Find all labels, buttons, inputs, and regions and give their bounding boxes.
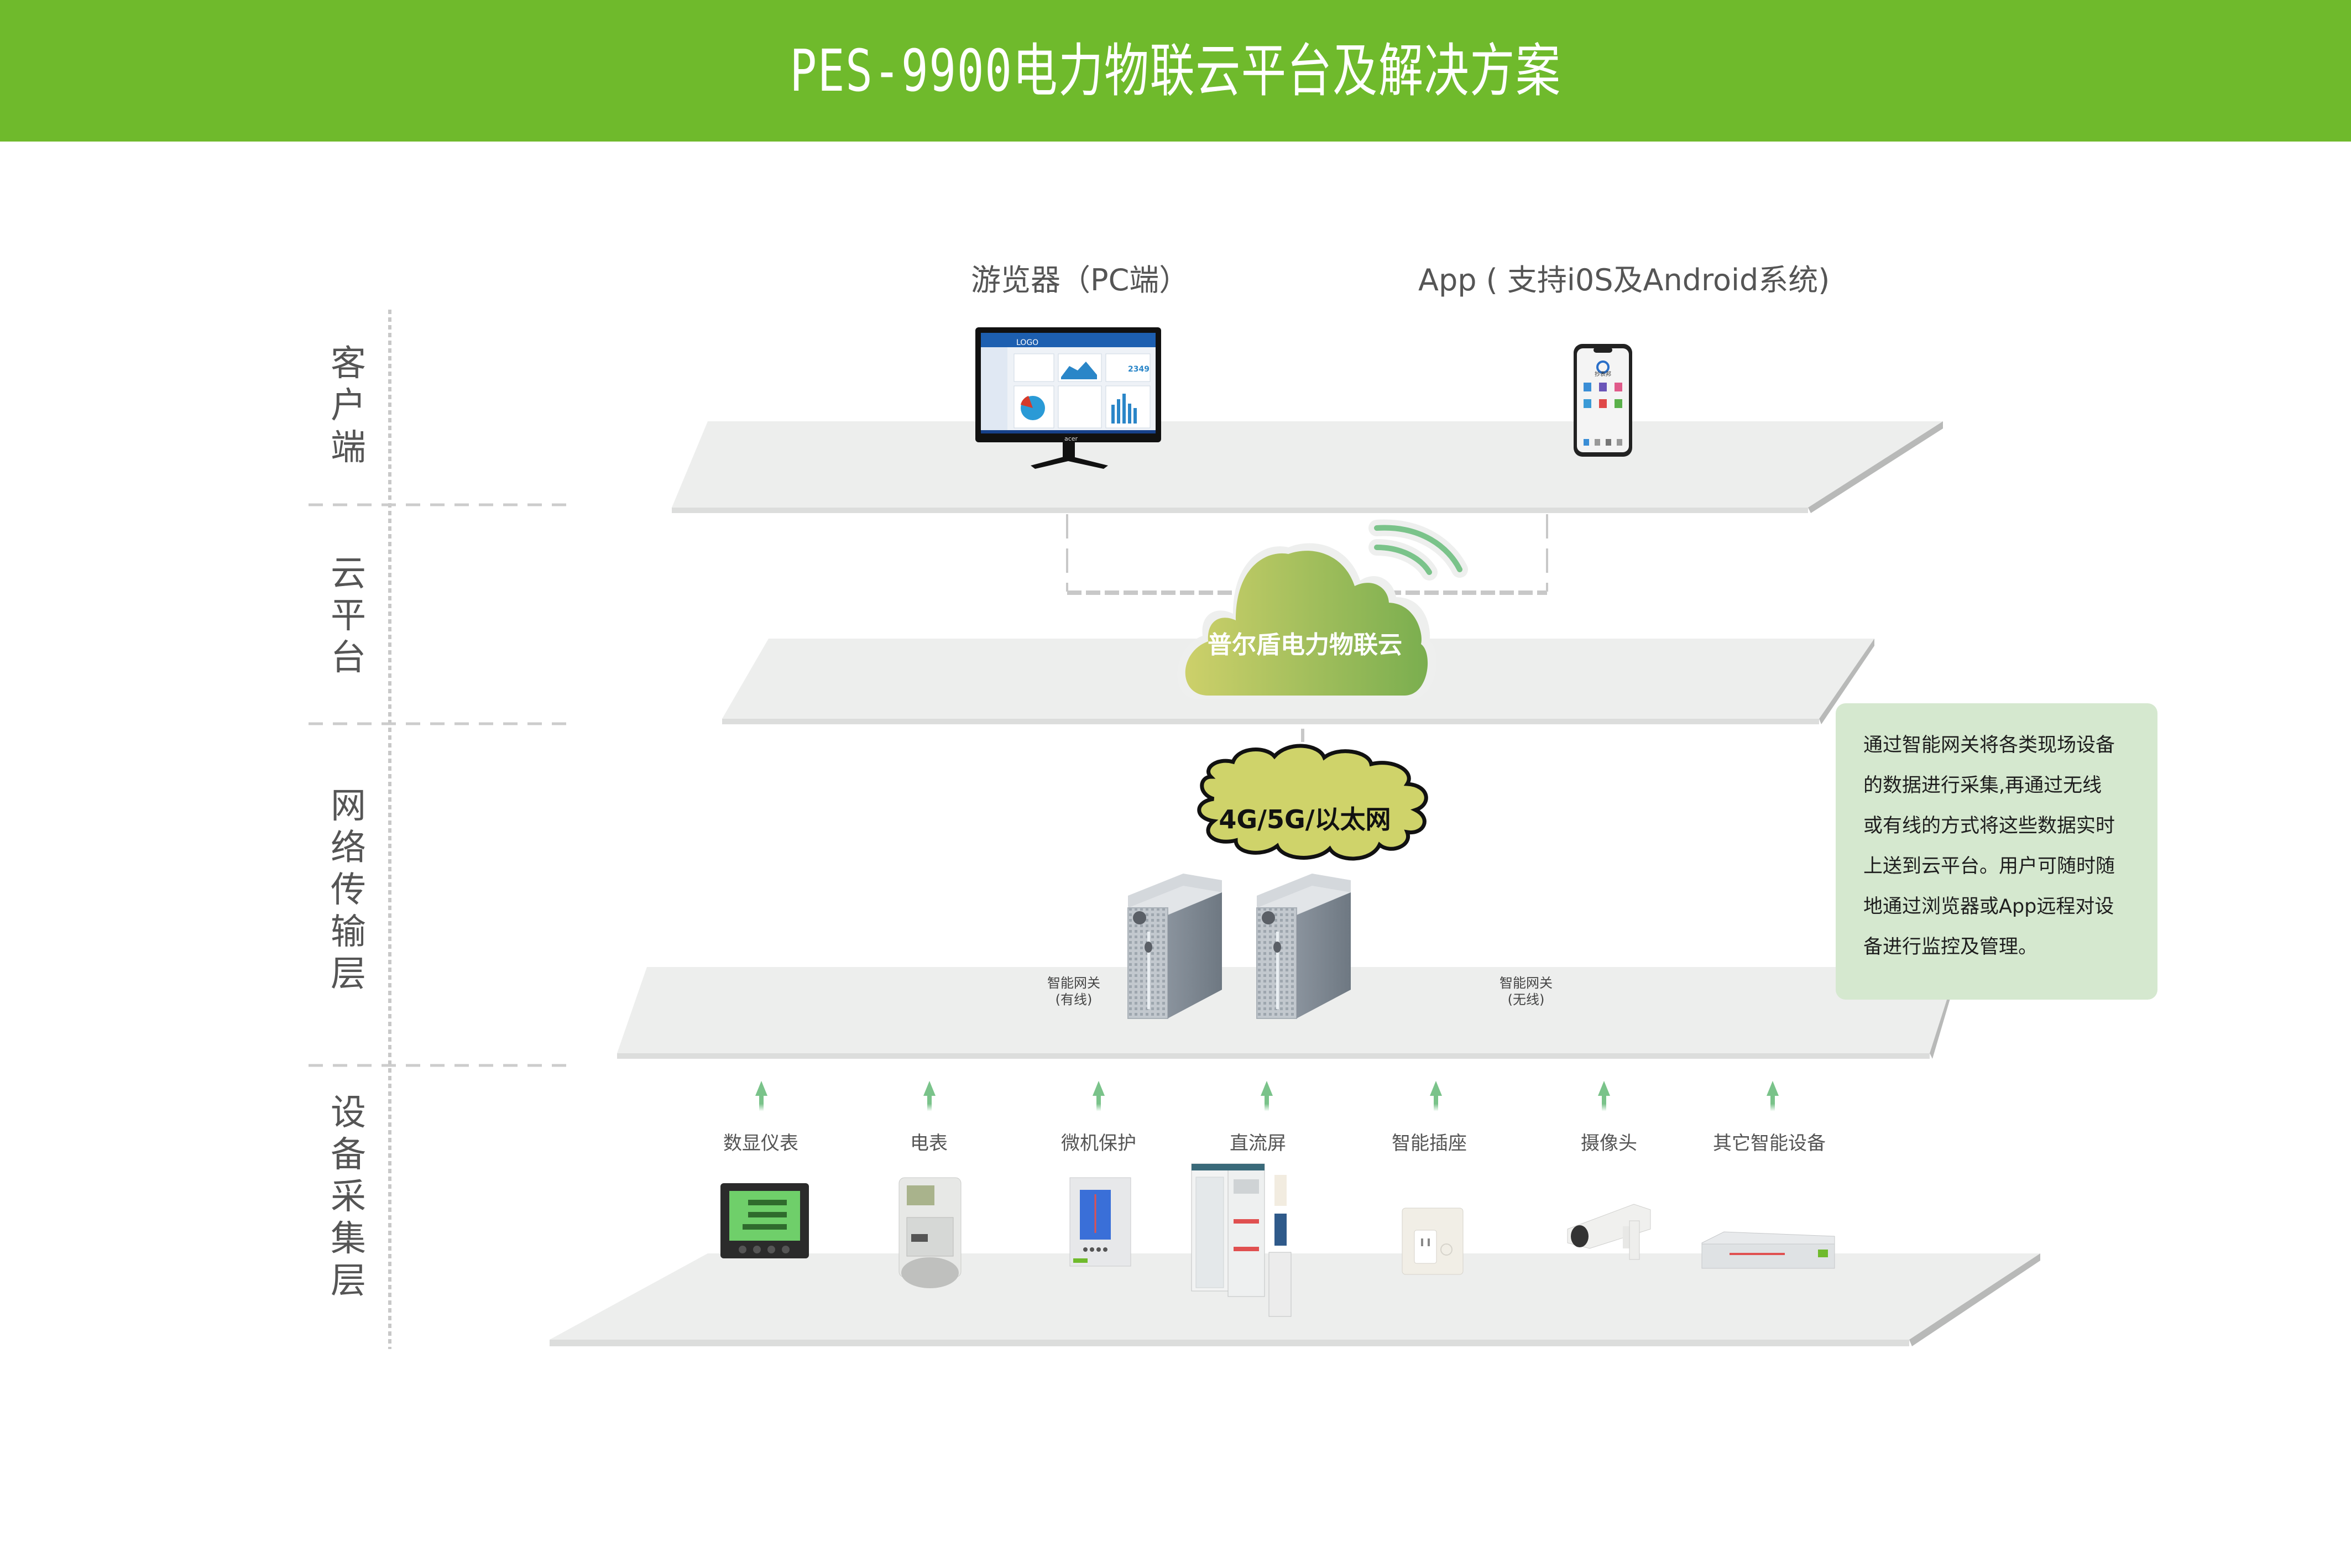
info-line: 通过智能网关将各类现场设备: [1863, 734, 2115, 756]
device-security-camera: [1567, 1204, 1651, 1260]
layer-label-char: 台: [331, 637, 366, 678]
layer-label-char: 客: [331, 343, 366, 384]
layer-label-char: 设: [331, 1093, 366, 1133]
info-line: 或有线的方式将这些数据实时: [1863, 815, 2115, 837]
info-line: 地通过浏览器或App远程对设: [1863, 896, 2114, 918]
layer-label-char: 采: [331, 1177, 366, 1217]
header-bar: PES-9900电力物联云平台及解决方案: [0, 0, 2351, 142]
layer-label-device: 设 备 采 集 层: [326, 1092, 370, 1302]
device-digital-meter: [720, 1183, 809, 1258]
gateway-name: 智能网关: [1500, 975, 1553, 991]
device-smart-socket: [1402, 1208, 1464, 1275]
layer-label-char: 层: [331, 954, 366, 995]
monitor-screen-logo: LOGO: [1016, 338, 1038, 347]
gateway-label-wired: 智能网关 (有线): [1030, 975, 1118, 1008]
device-label-other: 其它智能设备: [1713, 1132, 1826, 1154]
layer-label-char: 传: [331, 870, 366, 911]
monitor-brand: acer: [1064, 435, 1078, 442]
info-line: 备进行监控及管理。: [1863, 936, 2038, 958]
phone-icon: [1574, 344, 1632, 457]
layer-label-client: 客 户 端: [326, 343, 370, 469]
upload-arrow-icon: [1767, 1081, 1779, 1111]
device-label-camera: 摄像头: [1581, 1132, 1637, 1154]
layer-label-char: 层: [331, 1261, 366, 1302]
browser-caption: 游览器（PC端）: [971, 263, 1189, 297]
layer-label-char: 集: [331, 1219, 366, 1259]
layer-label-char: 络: [331, 828, 366, 869]
upload-arrow-icon: [923, 1081, 936, 1111]
upload-arrow-icon: [1430, 1081, 1442, 1111]
info-line: 的数据进行采集,再通过无线: [1863, 775, 2102, 797]
layer-label-char: 户: [331, 385, 366, 426]
device-rack-unit: [1701, 1231, 1835, 1269]
gateway-server-wired: [1127, 874, 1222, 1019]
monitor-counter-value: 2349: [1128, 365, 1150, 374]
device-label-digital-meter: 数显仪表: [723, 1132, 798, 1154]
cloud-platform-shape: [1177, 543, 1437, 699]
info-line: 上送到云平台。用户可随时随: [1863, 855, 2115, 877]
layer-label-char: 备: [331, 1135, 366, 1175]
layer-label-char: 平: [331, 595, 366, 636]
layer-label-char: 输: [331, 912, 366, 953]
device-label-dc-panel: 直流屏: [1230, 1132, 1286, 1154]
gateway-type: (无线): [1507, 992, 1545, 1007]
device-label-protection-relay: 微机保护: [1061, 1132, 1136, 1154]
layer-label-network: 网 络 传 输 层: [326, 785, 370, 995]
layer-label-cloud: 云 平 台: [326, 553, 370, 679]
app-caption: App ( 支持i0S及Android系统): [1418, 263, 1830, 297]
info-box: 通过智能网关将各类现场设备 的数据进行采集,再通过无线 或有线的方式将这些数据实…: [1836, 703, 2157, 1000]
gateway-name: 智能网关: [1047, 975, 1100, 991]
monitor-icon: [975, 327, 1161, 469]
page-title: PES-9900电力物联云平台及解决方案: [790, 37, 1561, 104]
upload-arrow-icon: [755, 1081, 767, 1111]
platform-client: [672, 421, 1943, 513]
gateway-type: (有线): [1055, 992, 1093, 1007]
phone-app-name: 抄表邦: [1595, 370, 1611, 378]
layer-label-char: 云: [331, 553, 366, 594]
upload-arrow-icon: [1261, 1081, 1273, 1111]
layer-label-char: 端: [331, 427, 366, 468]
device-electricity-meter: [898, 1177, 962, 1288]
device-label-smart-socket: 智能插座: [1392, 1132, 1467, 1154]
upload-arrows: [755, 1081, 1779, 1111]
upload-arrow-icon: [1093, 1081, 1105, 1111]
device-protection-relay: [1069, 1177, 1131, 1267]
network-type-label: 4G/5G/以太网: [1219, 804, 1391, 834]
cloud-platform-name: 普尔盾电力物联云: [1208, 631, 1402, 659]
device-label-electricity-meter: 电表: [910, 1132, 948, 1154]
gateway-server-wireless: [1256, 874, 1351, 1019]
device-dc-panel: [1191, 1163, 1292, 1317]
gateway-label-wireless: 智能网关 (无线): [1482, 975, 1570, 1008]
wifi-icon: [1368, 519, 1468, 581]
upload-arrow-icon: [1598, 1081, 1610, 1111]
network-cloud-shape: [1197, 744, 1428, 861]
layer-label-char: 网: [331, 786, 366, 827]
